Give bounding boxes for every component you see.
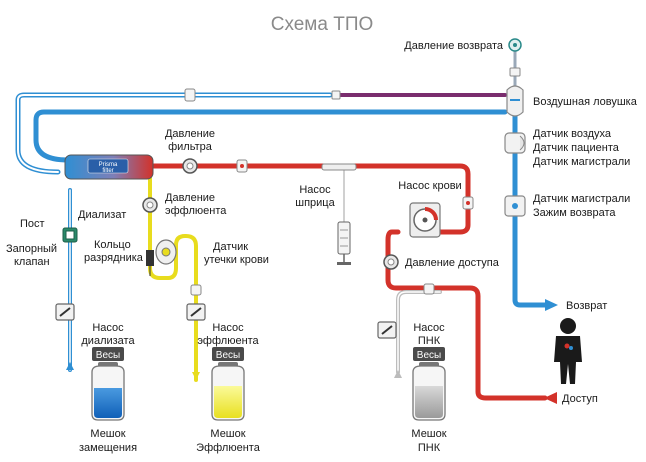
blood-pump-label: Насос крови [398, 180, 461, 192]
access-arrow [544, 392, 557, 404]
effluent-pressure-sensor[interactable] [142, 197, 158, 213]
red-line-top [147, 163, 471, 208]
air-sensor-label: Датчик воздуха [533, 128, 612, 140]
return-label: Возврат [566, 300, 607, 312]
effluent-pressure-label-1: Давление [165, 192, 215, 204]
scale-label: Весы [96, 350, 120, 361]
pbp-bag-label-1: Мешок [411, 428, 446, 440]
pbp-pump-label-1: Насос [413, 322, 445, 334]
filter-pressure-label-2: фильтра [168, 141, 213, 153]
replacement-bag-label-1: Мешок [90, 428, 125, 440]
discharge-ring-label-1: Кольцо [94, 239, 131, 251]
effluent-bag-label-1: Мешок [210, 428, 245, 440]
filter-pressure-sensor[interactable] [182, 158, 198, 174]
effluent-line [148, 176, 198, 382]
dialysate-pump-label-2: диализата [81, 335, 135, 347]
filter-pressure-label-1: Давление [165, 128, 215, 140]
pbp-bag [412, 362, 446, 421]
air-detector-block[interactable] [504, 132, 526, 154]
line-connectors [184, 67, 521, 296]
patient-figure [554, 318, 582, 384]
flow-arrow-pbp [394, 370, 402, 378]
line-sensor-label-1: Датчик магистрали [533, 156, 630, 168]
access-pressure-sensor[interactable] [383, 254, 399, 270]
inner-blue-line [33, 109, 508, 163]
pbp-pump[interactable] [377, 321, 397, 339]
scale-label: Весы [417, 350, 441, 361]
post-label: Пост [20, 218, 45, 230]
line-sensor-label-2: Датчик магистрали [533, 193, 630, 205]
patient-sensor-label: Датчик пациента [533, 142, 620, 154]
return-clamp-label: Зажим возврата [533, 207, 616, 219]
syringe-pump-label-2: шприца [295, 197, 335, 209]
air-trap [506, 85, 524, 117]
effluent-bag-label-2: Эффлюента [196, 442, 261, 454]
dialysate-pump[interactable] [55, 303, 75, 321]
air-trap-label: Воздушная ловушка [533, 96, 638, 108]
replacement-bag [91, 362, 125, 421]
effluent-pump-label-2: эффлюента [197, 335, 259, 347]
discharge-ring-label-2: разрядника [84, 252, 144, 264]
pbp-pump-label-2: ПНК [418, 335, 441, 347]
return-clamp-block[interactable] [504, 195, 526, 217]
flow-arrow-effluent [192, 372, 200, 380]
blood-pump[interactable] [409, 202, 441, 238]
tubing [15, 46, 548, 401]
svg-text:Prisma: Prisma [99, 162, 118, 168]
access-pressure-label: Давление доступа [405, 257, 500, 269]
return-pressure-label: Давление возврата [404, 40, 504, 52]
diagram-title: Схема ТПО [271, 14, 374, 35]
dialysate-label: Диализат [78, 209, 126, 221]
stop-valve-label-2: клапан [14, 256, 50, 268]
syringe-pump-label-1: Насос [299, 184, 331, 196]
scale-pbp: Весы [413, 347, 445, 361]
return-arrow [545, 299, 558, 311]
dialysate-pump-label-1: Насос [92, 322, 124, 334]
access-label: Доступ [562, 393, 598, 405]
flow-arrow-dialysate [66, 362, 74, 370]
blood-leak-label-1: Датчик [213, 241, 248, 253]
blood-leak-detector[interactable] [155, 239, 177, 265]
effluent-pump[interactable] [186, 303, 206, 321]
effluent-pressure-label-2: эффлюента [165, 205, 227, 217]
svg-text:filter: filter [102, 168, 113, 174]
labels: Давление возврата Воздушная ловушка Давл… [6, 40, 638, 454]
syringe-pump[interactable] [321, 163, 357, 265]
return-line [512, 107, 548, 308]
pbp-bag-label-2: ПНК [418, 442, 441, 454]
scale-replacement: Весы [92, 347, 124, 361]
return-pressure-sensor[interactable] [508, 38, 522, 52]
red-line-pump [429, 202, 471, 235]
stop-valve-label-1: Запорный [6, 243, 57, 255]
effluent-pump-label-1: Насос [212, 322, 244, 334]
replacement-bag-label-2: замещения [79, 442, 137, 454]
scale-label: Весы [216, 350, 240, 361]
hemofilter: Prisma filter [64, 154, 154, 180]
effluent-bag [211, 362, 245, 421]
scale-effluent: Весы [212, 347, 244, 361]
discharge-ring [146, 250, 154, 276]
stop-valve[interactable] [62, 227, 78, 243]
blood-leak-label-2: утечки крови [204, 254, 269, 266]
